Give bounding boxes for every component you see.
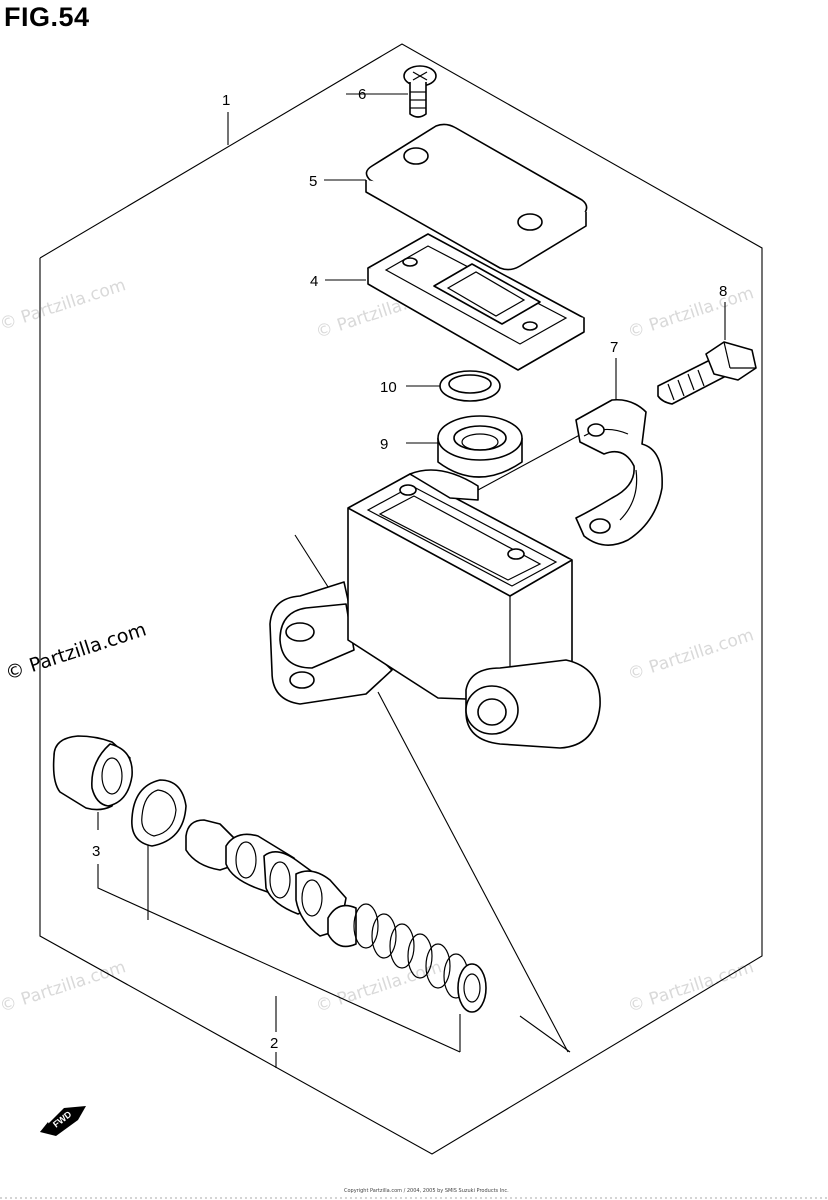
part-9-seal — [437, 415, 523, 478]
watermark-dark: © Partzilla.com — [3, 619, 149, 685]
watermark: © Partzilla.com — [625, 957, 756, 1017]
footer-copyright: Copyright Partzilla.com / 2004, 2005 by … — [344, 1188, 509, 1194]
callout-1: 1 — [222, 92, 230, 109]
callout-6: 6 — [358, 86, 366, 103]
callout-2: 2 — [270, 1035, 278, 1052]
part-circlip — [131, 779, 187, 847]
callout-7: 7 — [610, 339, 618, 356]
callout-3: 3 — [92, 843, 100, 860]
callout-8: 8 — [719, 283, 727, 300]
master-cylinder-body — [269, 469, 601, 749]
watermark: © Partzilla.com — [0, 275, 128, 335]
callout-5: 5 — [309, 173, 317, 190]
watermark: © Partzilla.com — [625, 283, 756, 343]
callout-labels: 1 2 3 4 5 6 7 8 9 10 — [92, 86, 727, 1052]
part-3-boot — [52, 735, 133, 811]
part-10-ring — [439, 370, 501, 402]
callout-9: 9 — [380, 436, 388, 453]
part-5-cap — [365, 123, 588, 271]
watermark: © Partzilla.com — [625, 625, 756, 685]
part-6-screw — [403, 65, 437, 118]
assembly-outline — [39, 43, 763, 1155]
part-spring — [327, 903, 487, 1013]
part-4-diaphragm — [367, 233, 585, 371]
part-7-clamp — [575, 398, 663, 546]
callout-4: 4 — [310, 273, 318, 290]
callout-10: 10 — [380, 379, 397, 396]
fwd-direction-marker: FWD — [40, 1106, 86, 1136]
watermark: © Partzilla.com — [313, 957, 444, 1017]
watermark: © Partzilla.com — [0, 957, 128, 1017]
figure-title: FIG.54 — [4, 2, 90, 32]
part-8-bolt — [657, 341, 757, 405]
part-piston-assembly — [185, 819, 347, 937]
